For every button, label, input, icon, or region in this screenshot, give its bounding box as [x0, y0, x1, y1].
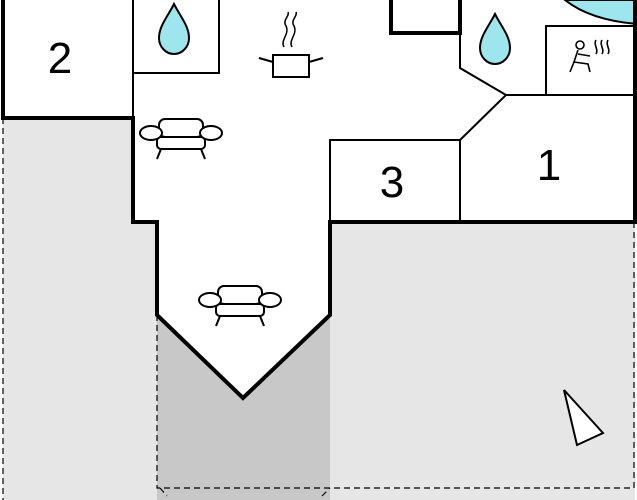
- terrace-right-outline: [330, 222, 635, 489]
- sauna-walls: [545, 25, 635, 95]
- terrace-dark-outline: [156, 315, 330, 489]
- water-drop-icon: [157, 1, 191, 56]
- outer-wall-left: [1, 0, 637, 401]
- room-label-3: 3: [380, 158, 404, 207]
- room-1-diagonal-wall: [459, 94, 507, 141]
- cooking-pot-icon: [258, 11, 324, 78]
- room-label-1: 1: [537, 141, 561, 190]
- room-label-2: 2: [48, 34, 72, 83]
- interior-floor: [3, 0, 637, 398]
- sauna-icon: [569, 39, 610, 73]
- sofa-icon: [139, 118, 223, 160]
- terrace-right: [330, 222, 635, 500]
- north-arrow-icon: [563, 389, 605, 447]
- terrace-step-outline: [159, 487, 331, 497]
- room-3-walls: [329, 139, 461, 222]
- interior-walls: [132, 0, 635, 222]
- water-drop-icon: [478, 11, 512, 66]
- bathroom-2-walls: [459, 0, 635, 96]
- sofa-icon: [198, 285, 282, 327]
- bathroom-1-walls: [132, 0, 220, 74]
